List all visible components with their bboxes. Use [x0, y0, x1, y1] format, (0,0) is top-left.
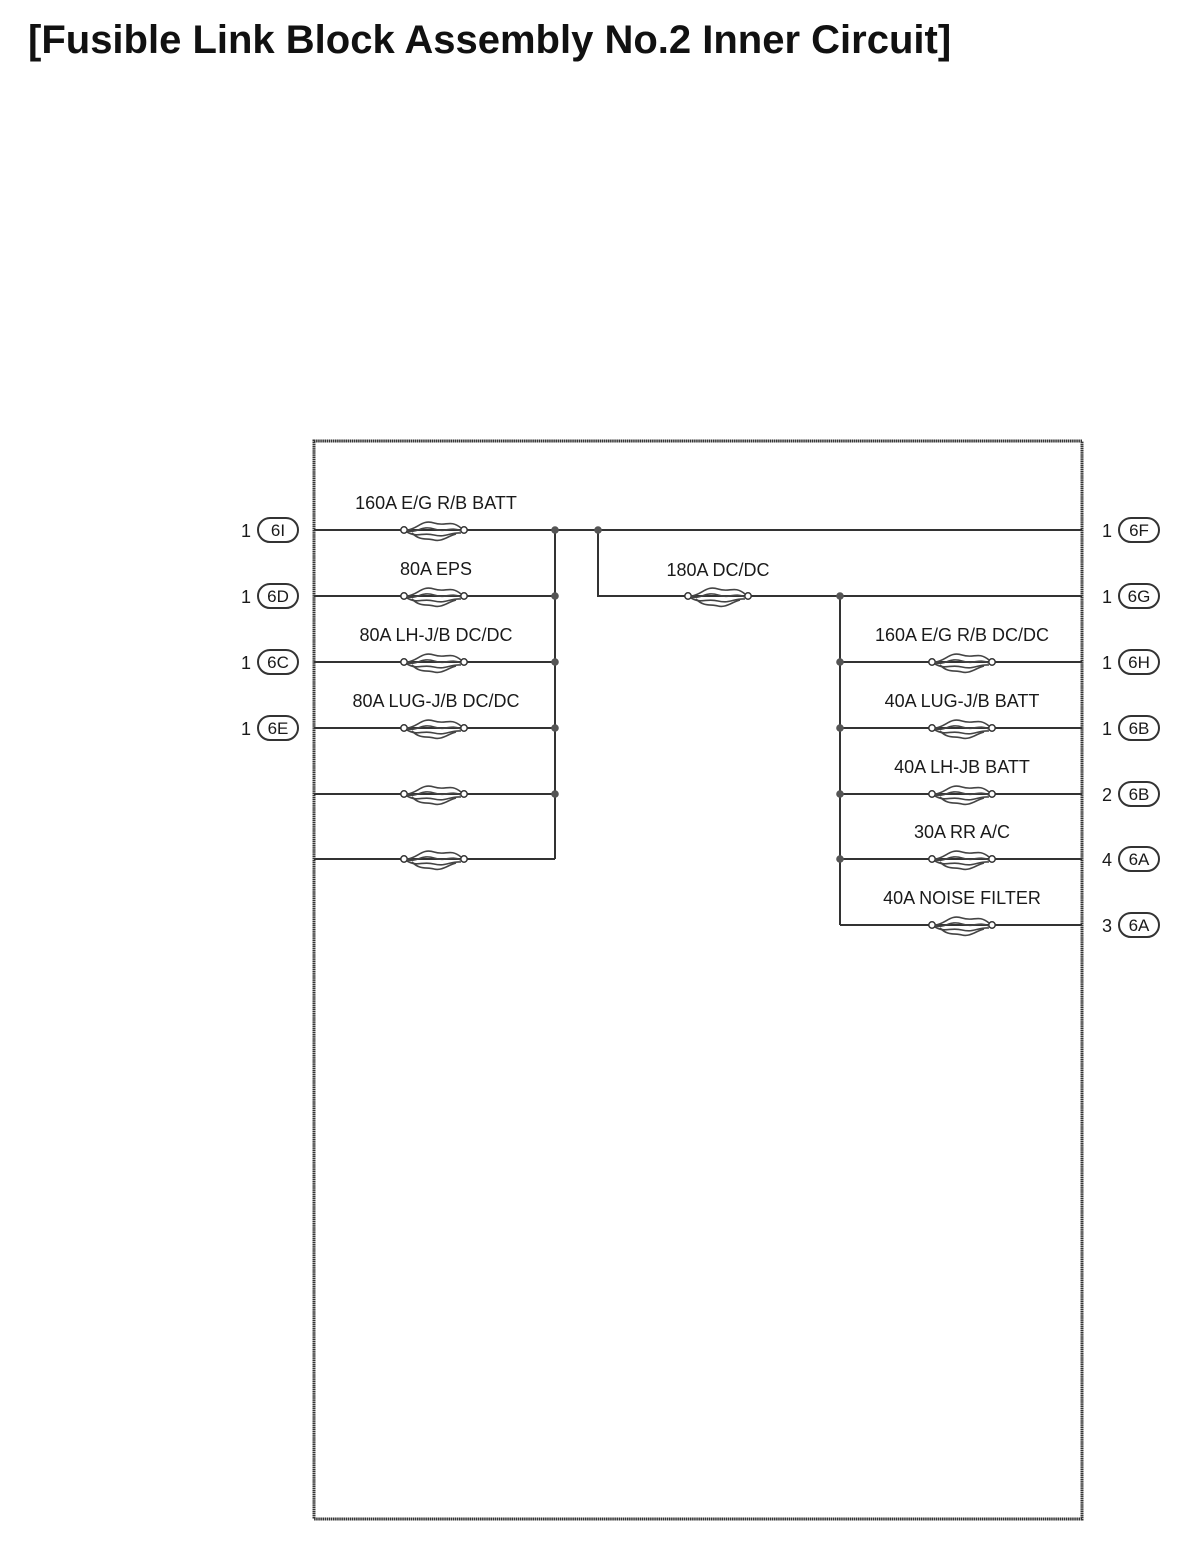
junction-dot	[551, 724, 559, 732]
connector-badge	[1118, 846, 1160, 872]
left-circuit-row: 80A LUG-J/B DC/DC 1 6E	[241, 691, 559, 741]
left-connector-1: 1 6D	[241, 583, 299, 609]
junction-dot	[551, 658, 559, 666]
connector-id: 6G	[1128, 587, 1151, 606]
connector-badge	[1118, 715, 1160, 741]
connector-badge	[257, 715, 299, 741]
right-circuit-row: 40A LUG-J/B BATT 1 6B	[836, 691, 1160, 741]
right-connector-4: 2 6B	[1102, 781, 1160, 807]
fuse-symbol	[399, 785, 469, 806]
left-circuit-row: 80A EPS 1 6D	[241, 559, 559, 609]
connector-id: 6A	[1129, 916, 1150, 935]
left-connector-0: 1 6I	[241, 517, 299, 543]
fuse-label: 80A LH-J/B DC/DC	[359, 625, 512, 645]
fuse-symbol	[927, 916, 997, 937]
main-fuse-label: 180A DC/DC	[666, 560, 769, 580]
fuse-symbol	[927, 785, 997, 806]
connector-id: 6D	[267, 587, 289, 606]
left-connector-2: 1 6C	[241, 649, 299, 675]
connector-badge	[1118, 517, 1160, 543]
main-link-wire	[597, 530, 1082, 597]
junction-dot	[551, 790, 559, 798]
right-circuit-row: 1 6F	[1102, 517, 1160, 543]
right-connector-2: 1 6H	[1102, 649, 1160, 675]
left-circuit-row	[314, 850, 555, 871]
right-connector-1: 1 6G	[1102, 583, 1160, 609]
left-circuit-row: 160A E/G R/B BATT 1 6I	[241, 493, 559, 543]
right-connector-0: 1 6F	[1102, 517, 1160, 543]
left-circuit-row: 80A LH-J/B DC/DC 1 6C	[241, 625, 559, 675]
junction-dot	[836, 724, 844, 732]
fusible-link-block-outline	[312, 439, 1084, 1521]
fuse-label: 30A RR A/C	[914, 822, 1010, 842]
right-circuit-row: 40A NOISE FILTER 3 6A	[840, 888, 1160, 938]
pin-number: 1	[1102, 719, 1112, 739]
fuse-symbol	[399, 587, 469, 608]
fuse-symbol	[927, 719, 997, 740]
pin-number: 1	[1102, 587, 1112, 607]
right-connector-3: 1 6B	[1102, 715, 1160, 741]
fuse-symbol	[927, 653, 997, 674]
connector-id: 6F	[1129, 521, 1149, 540]
fuse-symbol	[399, 653, 469, 674]
connector-badge	[1118, 912, 1160, 938]
connector-badge	[1118, 583, 1160, 609]
pin-number: 1	[241, 719, 251, 739]
pin-number: 4	[1102, 850, 1112, 870]
connector-badge	[257, 517, 299, 543]
connector-id: 6I	[271, 521, 285, 540]
fuse-symbol	[399, 850, 469, 871]
fuse-label: 80A LUG-J/B DC/DC	[352, 691, 519, 711]
fuse-label: 160A E/G R/B BATT	[355, 493, 517, 513]
junction-dot	[551, 592, 559, 600]
pin-number: 1	[1102, 653, 1112, 673]
fuse-label: 40A LH-JB BATT	[894, 757, 1030, 777]
left-circuit-row	[314, 785, 559, 806]
connector-id: 6H	[1128, 653, 1150, 672]
left-connector-3: 1 6E	[241, 715, 299, 741]
pin-number: 2	[1102, 785, 1112, 805]
fuse-symbol	[399, 521, 469, 542]
right-circuit-row: 40A LH-JB BATT 2 6B	[836, 757, 1160, 807]
connector-id: 6B	[1129, 719, 1150, 738]
junction-dot	[836, 790, 844, 798]
connector-badge	[257, 583, 299, 609]
junction-dot	[836, 658, 844, 666]
connector-id: 6B	[1129, 785, 1150, 804]
fuse-symbol	[399, 719, 469, 740]
pin-number: 3	[1102, 916, 1112, 936]
junction-dot	[551, 526, 559, 534]
right-circuit-row: 1 6G	[836, 583, 1160, 609]
page-title: [Fusible Link Block Assembly No.2 Inner …	[28, 18, 952, 62]
connector-id: 6C	[267, 653, 289, 672]
fuse-label: 160A E/G R/B DC/DC	[875, 625, 1049, 645]
connector-badge	[1118, 781, 1160, 807]
pin-number: 1	[241, 587, 251, 607]
connector-badge	[257, 649, 299, 675]
connector-badge	[1118, 649, 1160, 675]
pin-number: 1	[241, 653, 251, 673]
right-connector-6: 3 6A	[1102, 912, 1160, 938]
junction-dot	[836, 855, 844, 863]
fuse-label: 40A NOISE FILTER	[883, 888, 1041, 908]
right-circuits: 1 6F 1 6G 160A E/G R/B DC/DC 1 6H 40A LUG-J/B B…	[836, 517, 1160, 938]
junction-dot	[594, 526, 602, 534]
right-circuit-row: 30A RR A/C 4 6A	[836, 822, 1160, 872]
right-connector-5: 4 6A	[1102, 846, 1160, 872]
fuse-label: 40A LUG-J/B BATT	[885, 691, 1040, 711]
pin-number: 1	[1102, 521, 1112, 541]
connector-id: 6A	[1129, 850, 1150, 869]
junction-dot	[836, 592, 844, 600]
right-circuit-row: 160A E/G R/B DC/DC 1 6H	[836, 625, 1160, 675]
fuse-label: 80A EPS	[400, 559, 472, 579]
fuse-symbol	[927, 850, 997, 871]
main-fuse-symbol	[683, 587, 753, 608]
left-circuits: 160A E/G R/B BATT 1 6I 80A EPS 1 6D 80A LH-J/B…	[241, 493, 559, 871]
pin-number: 1	[241, 521, 251, 541]
connector-id: 6E	[268, 719, 289, 738]
